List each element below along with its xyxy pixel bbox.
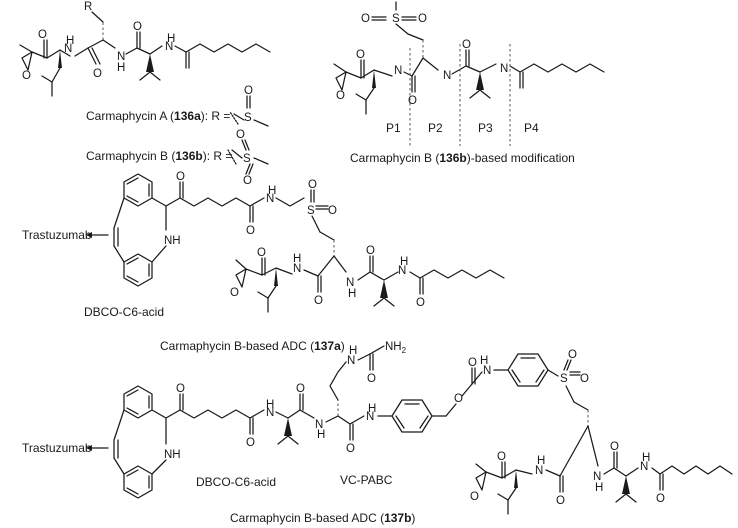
aryl-sulfone-o1-137b: O bbox=[580, 373, 589, 385]
val-o-137b: O bbox=[296, 383, 305, 395]
c6-amide-o-137b: O bbox=[246, 437, 255, 449]
sulfone-o-right: O bbox=[418, 13, 427, 25]
dbco-nh-137a: NH bbox=[164, 235, 181, 247]
ketone-o-137a: O bbox=[257, 247, 266, 259]
caption-137b: Carmaphycin B-based ADC (137b) bbox=[230, 511, 415, 525]
vc-pabc-label: VC-PABC bbox=[340, 473, 393, 487]
carbamate-o-137b: O bbox=[454, 393, 463, 405]
amide-h1-137b: H bbox=[537, 455, 545, 467]
dbco-label-137b: DBCO-C6-acid bbox=[196, 475, 276, 489]
amide-n2-137a: N bbox=[346, 277, 354, 289]
amide-n1-tr: N bbox=[394, 65, 402, 77]
val-n-137b: N bbox=[266, 407, 274, 419]
amide-o1-137b: O bbox=[556, 495, 565, 507]
sulfone-o1-137a: O bbox=[328, 205, 337, 217]
trastuzumab-label-137b: Trastuzumab bbox=[22, 441, 92, 455]
urea-h-137b: H bbox=[349, 345, 357, 357]
pab-h-137b: H bbox=[368, 403, 376, 415]
position-p3: P3 bbox=[478, 121, 493, 135]
amide-n2: N bbox=[117, 51, 125, 63]
dbco-ketone-o-137b: O bbox=[176, 383, 185, 395]
ketone-o-137b: O bbox=[497, 451, 506, 463]
amide-n3-137a: N bbox=[398, 265, 406, 277]
sulfone-s: S bbox=[243, 153, 251, 165]
amide-h2-137b: H bbox=[595, 482, 603, 494]
sulfoxide-s: S bbox=[244, 112, 252, 124]
position-p4: P4 bbox=[524, 121, 539, 135]
epoxide-oxygen: O bbox=[22, 70, 31, 82]
amide-h3-137a: H bbox=[400, 256, 408, 268]
amide-h3-137b: H bbox=[642, 452, 650, 464]
amide-n1-137a: N bbox=[293, 263, 301, 275]
amide-n1-137b: N bbox=[535, 465, 543, 477]
r-group-label: R bbox=[84, 1, 92, 13]
epoxide-o-137a: O bbox=[230, 287, 239, 299]
epoxide-o-137b: O bbox=[470, 491, 479, 503]
amide-n3-tr: N bbox=[500, 63, 508, 75]
carmaphycin-b-modification: S O O O O N O N O N bbox=[333, 1, 605, 165]
adc-137a-structure: Trastuzumab NH O O N H S O bbox=[22, 171, 505, 353]
urea-n-137b: N bbox=[347, 355, 355, 367]
amide-n2-tr: N bbox=[443, 70, 451, 82]
amide-h2: H bbox=[117, 62, 125, 74]
caption-136a: Carmaphycin A (136a): R = bbox=[86, 109, 230, 123]
caption-136b: Carmaphycin B (136b): R = bbox=[86, 149, 232, 163]
linker-n-137a: N bbox=[266, 193, 274, 205]
cit-h-137b: H bbox=[317, 429, 325, 441]
cit-o-137b: O bbox=[346, 443, 355, 455]
sulfoxide-o: O bbox=[244, 85, 253, 97]
amide-h3: H bbox=[167, 33, 175, 45]
adc-137b-structure: Trastuzumab NH O O N H O bbox=[22, 341, 733, 525]
sulfone-o-left: O bbox=[361, 13, 370, 25]
amide-n3-137b: N bbox=[640, 461, 648, 473]
amide-o1-137a: O bbox=[314, 295, 323, 307]
dbco-nh-137b: NH bbox=[164, 449, 181, 461]
urea-nh2-137b: NH2 bbox=[385, 341, 407, 355]
aryl-sulfone-s-137b: S bbox=[560, 373, 568, 385]
carbamate-h-137b: H bbox=[480, 355, 488, 367]
linker-amide-o-137a: O bbox=[246, 225, 255, 237]
amide-o3-137b: O bbox=[656, 493, 665, 505]
caption-137a: Carmaphycin B-based ADC (137a) bbox=[160, 339, 345, 353]
aryl-sulfone-o2-137b: O bbox=[568, 349, 577, 361]
sulfone-o1: O bbox=[236, 129, 245, 141]
val-h-137b: H bbox=[266, 399, 274, 411]
cit-n-137b: N bbox=[315, 419, 323, 431]
dbco-ketone-o-137a: O bbox=[176, 171, 185, 183]
amide-o3-137a: O bbox=[416, 297, 425, 309]
position-p1: P1 bbox=[386, 121, 401, 135]
amide-h1-137a: H bbox=[293, 253, 301, 265]
ketone-oxygen: O bbox=[38, 29, 47, 41]
sulfone-o2: O bbox=[243, 175, 252, 187]
amide-n3: N bbox=[165, 41, 173, 53]
amide-o2-tr: O bbox=[462, 39, 471, 51]
amide-n1: N bbox=[64, 43, 72, 55]
dbco-label-137a: DBCO-C6-acid bbox=[84, 305, 164, 319]
amide-o1-tr: O bbox=[408, 95, 417, 107]
carbamate-o2-137b: O bbox=[468, 357, 477, 369]
caption-136b-modification: Carmaphycin B (136b)-based modification bbox=[350, 151, 575, 165]
ketone-oxygen-tr: O bbox=[356, 49, 365, 61]
position-p2: P2 bbox=[428, 121, 443, 135]
amide-h1: H bbox=[66, 35, 74, 47]
trastuzumab-label-137a: Trastuzumab bbox=[22, 228, 92, 242]
epoxide-oxygen-tr: O bbox=[336, 90, 345, 102]
amide-o2-137b: O bbox=[610, 441, 619, 453]
urea-o-137b: O bbox=[367, 373, 376, 385]
amide-o2-137a: O bbox=[366, 245, 375, 257]
sulfone-s-top: S bbox=[392, 13, 400, 25]
amide-oxygen2: O bbox=[133, 21, 142, 33]
linker-h-137a: H bbox=[268, 185, 276, 197]
carmaphycin-generic-structure: O O N H O R N H O N H bbox=[19, 1, 271, 187]
sulfone-s-137a: S bbox=[307, 205, 315, 217]
amide-h2-137a: H bbox=[348, 288, 356, 300]
amide-oxygen1: O bbox=[93, 68, 102, 80]
amide-n2-137b: N bbox=[593, 471, 601, 483]
carbamate-n-137b: N bbox=[483, 365, 491, 377]
sulfone-o2-137a: O bbox=[308, 179, 317, 191]
pab-n-137b: N bbox=[366, 411, 374, 423]
